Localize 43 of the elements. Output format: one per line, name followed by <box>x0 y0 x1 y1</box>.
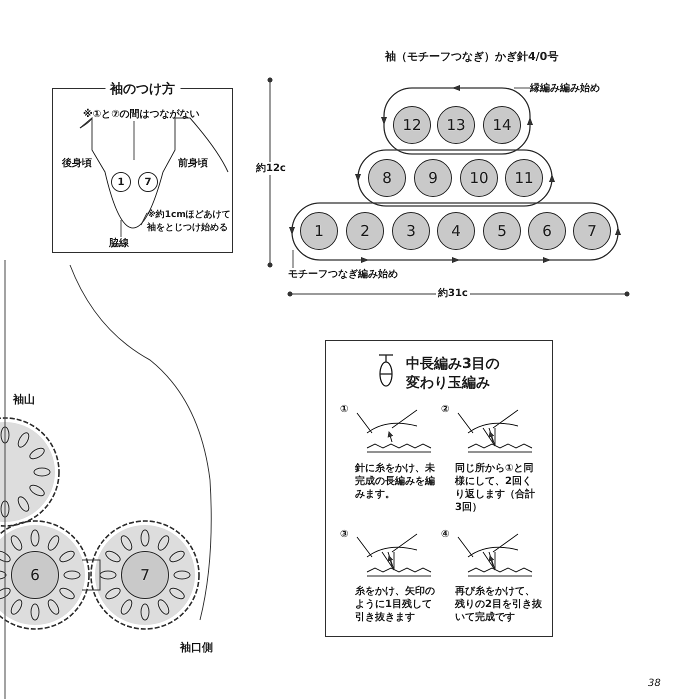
instruction-text: 再び糸をかけて、残りの2目を引き抜いて完成です <box>455 585 543 624</box>
instruction-text: 針に糸をかけ、未完成の長編みを編みます。 <box>355 462 436 501</box>
panel-heading: 袖のつけ方 <box>105 80 180 98</box>
part-label: 袖口側 <box>180 641 214 654</box>
motif-circle: 9 <box>414 159 452 197</box>
step-number: ① <box>340 403 350 416</box>
motif-circle: 11 <box>505 159 543 197</box>
instruction-text: 同じ所から①と同様にして、2回くり返します（合計3回） <box>455 462 536 514</box>
leader-line <box>140 212 148 226</box>
motif-circle: 13 <box>437 106 475 144</box>
note-text: モチーフつなぎ編み始め <box>288 268 398 281</box>
note-text: ※①と⑦の間はつながない <box>83 108 223 121</box>
motif-circle: 7 <box>573 212 611 250</box>
motif-circle: 3 <box>392 212 430 250</box>
motif-circle: 14 <box>483 106 521 144</box>
step-number: ④ <box>441 528 450 541</box>
instruction-panel <box>325 340 553 637</box>
leader-line <box>292 250 294 268</box>
step-number: ③ <box>340 528 350 541</box>
leader-line <box>120 220 122 238</box>
chart-heading: 袖（モチーフつなぎ）かぎ針4/0号 <box>385 50 560 63</box>
motif-circle: 5 <box>483 212 521 250</box>
panel-heading: 中長編み3目の変わり玉編み <box>406 355 501 393</box>
motif-circle: 7 <box>138 172 158 192</box>
note-text: ※約1cmほどあけて袖をとじつけ始める <box>147 209 231 235</box>
motif-circle: 1 <box>111 172 131 192</box>
motif-circle: 6 <box>528 212 566 250</box>
dimension-text: 約12c <box>254 162 288 175</box>
step-number: ② <box>441 403 450 416</box>
note-text: 脇線 <box>109 237 139 250</box>
motif-circle: 4 <box>437 212 475 250</box>
motif-circle: 2 <box>346 212 384 250</box>
motif-circle: 8 <box>368 159 406 197</box>
note-text: 縁編み編み始め <box>530 82 610 95</box>
part-label: 袖山 <box>13 393 36 406</box>
part-label: 後身頃 <box>62 157 93 170</box>
dimension-text: 約31c <box>436 287 470 300</box>
part-label: 前身頃 <box>178 157 209 170</box>
motif-circle: 1 <box>300 212 338 250</box>
instruction-text: 糸をかけ、矢印のように1目残して引き抜きます <box>355 585 436 624</box>
page-number: 38 <box>648 677 662 690</box>
motif-circle: 12 <box>393 106 431 144</box>
motif-circle: 10 <box>460 159 498 197</box>
